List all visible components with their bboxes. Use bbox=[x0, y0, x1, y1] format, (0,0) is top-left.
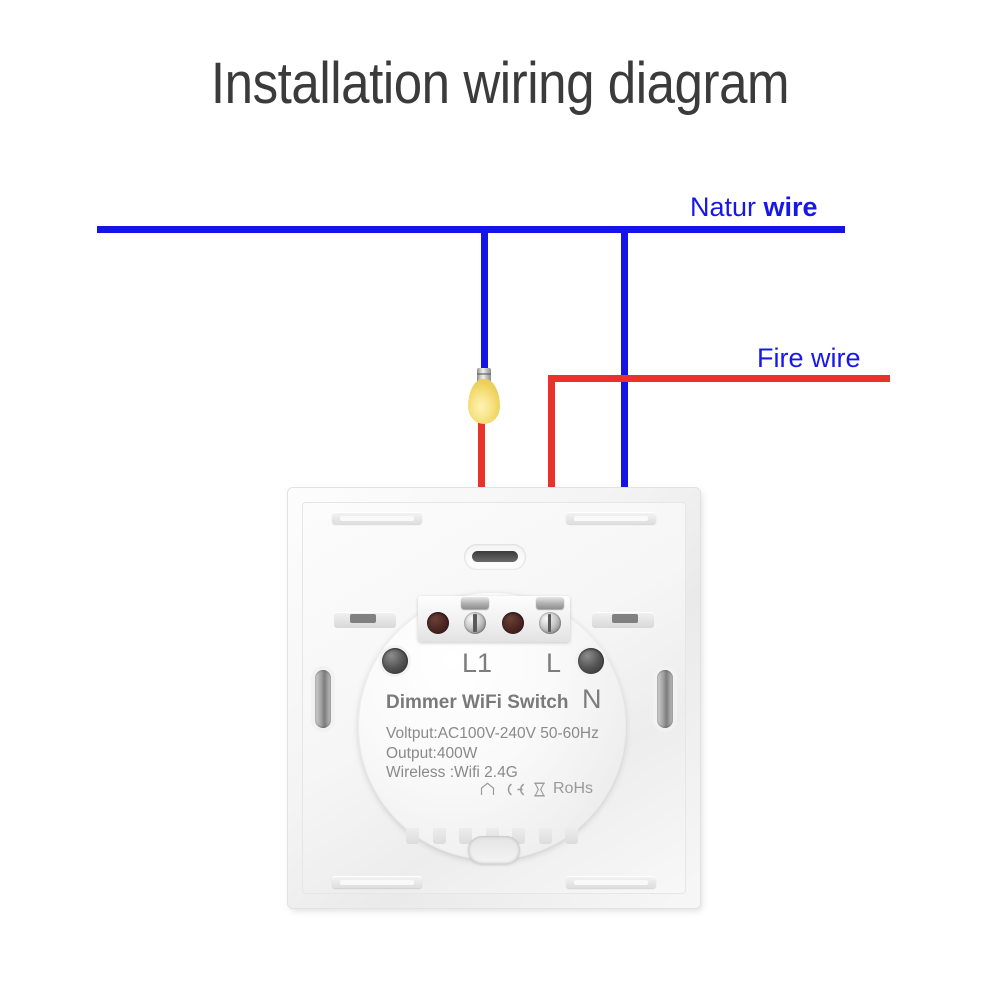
module-notch bbox=[406, 828, 419, 844]
faceplate-bottom-oval-slot bbox=[468, 836, 520, 864]
product-spec-list: Voltput:AC100V-240V 50-60Hz Output:400W … bbox=[386, 724, 599, 783]
light-bulb-glass bbox=[468, 379, 500, 424]
terminal-hole-icon bbox=[427, 612, 449, 634]
light-bulb bbox=[466, 368, 502, 430]
page-title: Installation wiring diagram bbox=[210, 51, 790, 116]
module-notch bbox=[432, 828, 446, 844]
natur-wire-label-suffix: wire bbox=[763, 192, 818, 222]
faceplate-tab-bottom-right bbox=[566, 876, 656, 888]
terminal-slot-4[interactable] bbox=[534, 596, 566, 642]
spec-output: Output:400W bbox=[386, 744, 478, 762]
faceplate-slot-left bbox=[315, 670, 331, 728]
terminal-label-l1: L1 bbox=[462, 648, 493, 678]
weee-bin-icon bbox=[533, 782, 546, 797]
faceplate-tab-bottom-left bbox=[332, 876, 422, 888]
natur-wire-branch-to-bulb bbox=[481, 226, 488, 378]
module-vent-hole-left bbox=[382, 648, 408, 674]
terminal-hole-icon bbox=[501, 612, 524, 634]
module-notch bbox=[538, 828, 552, 844]
natur-wire-label-prefix: Natur bbox=[690, 192, 764, 222]
bracket-nub-left bbox=[350, 614, 376, 623]
ce-mark-icon bbox=[502, 782, 526, 797]
dimmer-switch-assembly: L1 L N Dimmer WiFi Switch Voltput:AC100V… bbox=[288, 488, 700, 908]
faceplate-slot-right bbox=[657, 670, 673, 728]
natur-wire-label: Natur wire bbox=[690, 192, 818, 223]
terminal-clamp-icon bbox=[461, 597, 490, 609]
module-notch bbox=[565, 828, 578, 844]
terminal-slot-2[interactable] bbox=[459, 596, 491, 642]
spec-voltage: Voltput:AC100V-240V 50-60Hz bbox=[386, 725, 599, 742]
terminal-screw-icon bbox=[464, 612, 487, 634]
module-notch bbox=[459, 828, 472, 844]
house-icon bbox=[480, 782, 495, 796]
terminal-clamp-icon bbox=[535, 597, 564, 609]
bracket-nub-right bbox=[612, 614, 638, 623]
certification-mark-row: RoHs bbox=[480, 780, 593, 798]
terminal-slot-3[interactable] bbox=[497, 596, 529, 642]
faceplate-tab-top-right bbox=[566, 512, 656, 524]
terminal-label-n: N bbox=[582, 684, 602, 714]
product-name-label: Dimmer WiFi Switch bbox=[386, 692, 569, 713]
spec-wireless: Wireless :Wifi 2.4G bbox=[386, 764, 518, 781]
natur-wire-branch-to-n-terminal bbox=[621, 226, 628, 638]
faceplate-tab-top-left bbox=[332, 512, 422, 524]
fire-wire-label: Fire wire bbox=[757, 343, 861, 373]
terminal-slot-1[interactable] bbox=[422, 596, 454, 642]
terminal-block bbox=[418, 596, 570, 642]
fire-wire-main-line bbox=[552, 375, 890, 382]
module-notch-row bbox=[406, 828, 578, 844]
module-vent-hole-right bbox=[578, 648, 604, 674]
rohs-label: RoHs bbox=[553, 780, 594, 797]
natur-wire-main-line bbox=[97, 226, 845, 233]
terminal-screw-icon bbox=[538, 612, 561, 634]
faceplate-top-oval-slot bbox=[464, 544, 526, 570]
terminal-label-l: L bbox=[546, 648, 562, 678]
